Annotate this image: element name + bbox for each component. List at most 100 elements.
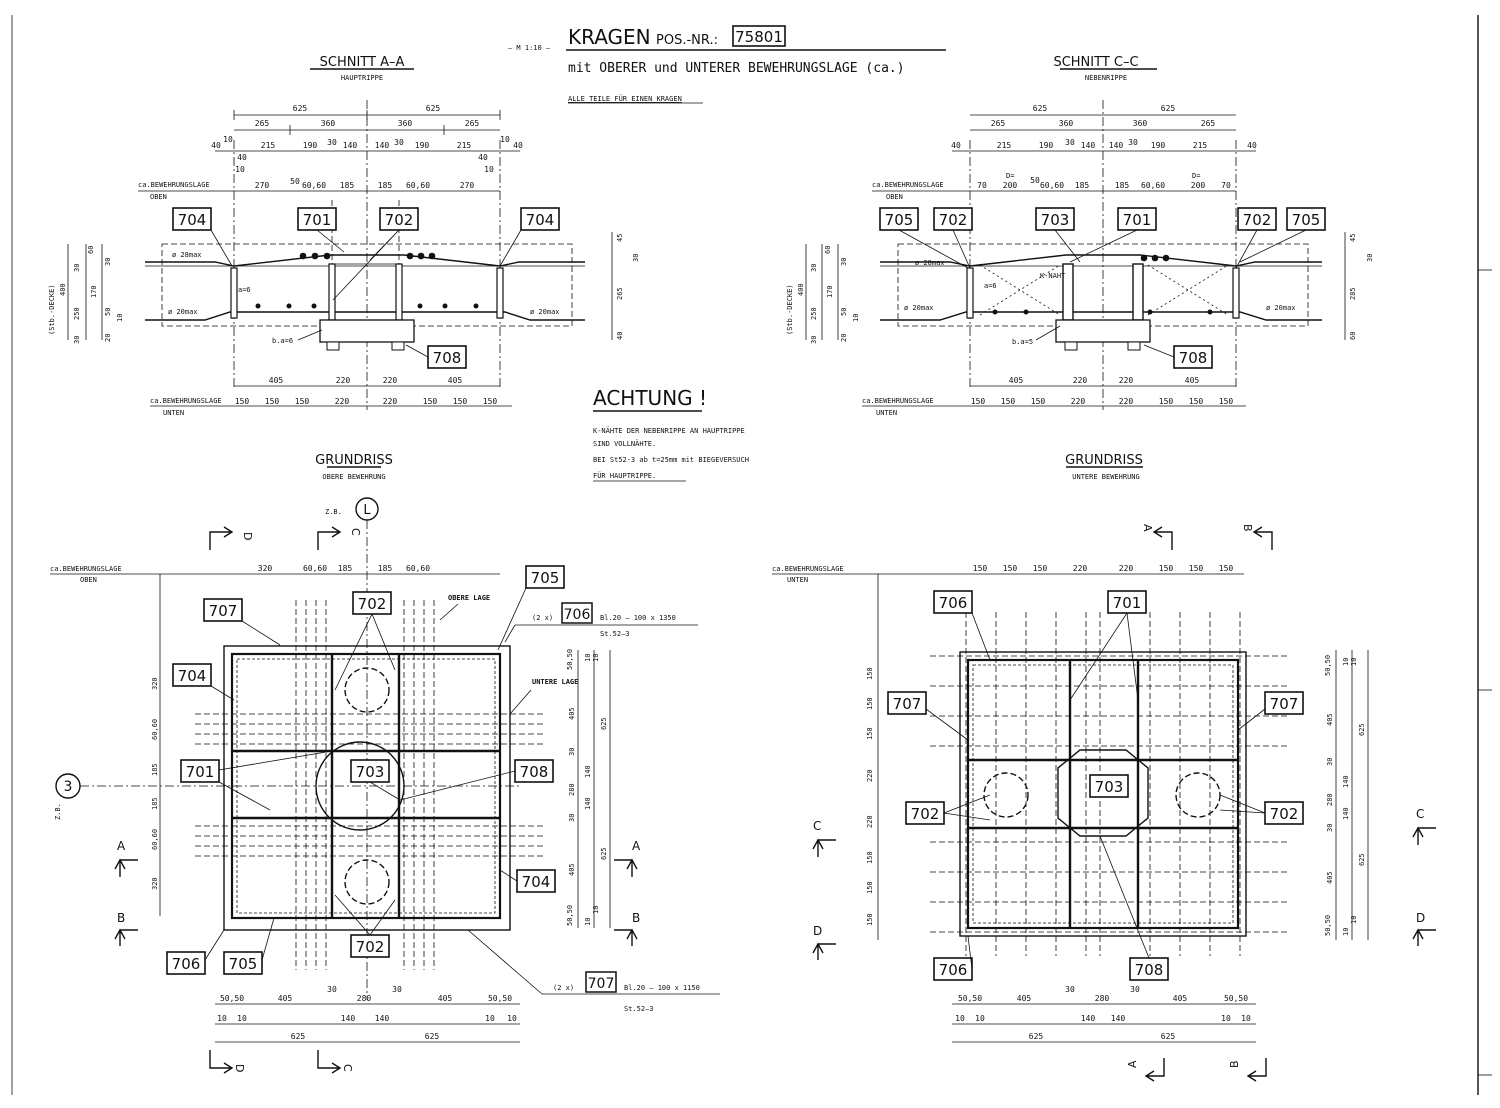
- dim: 70: [977, 181, 987, 190]
- dim: 30: [810, 336, 818, 344]
- dim: 360: [398, 119, 413, 128]
- dim: 185: [340, 181, 355, 190]
- dim: 50,50: [566, 649, 574, 670]
- dim: 140: [1109, 141, 1124, 150]
- dim: 150: [866, 913, 874, 926]
- dim: 200: [1191, 181, 1206, 190]
- bar-top-label: ø 28max: [915, 259, 945, 267]
- part-label: 702: [358, 595, 387, 613]
- dim: 625: [425, 1032, 440, 1041]
- dim: 220: [335, 397, 350, 406]
- dim: 10: [217, 1014, 227, 1023]
- dim: 320: [258, 564, 273, 573]
- lower-layer-label: UNTERE LAGE: [532, 678, 578, 686]
- part-label: 705: [531, 569, 560, 587]
- drawing-title: KRAGEN: [568, 25, 651, 49]
- dim: 60: [87, 246, 95, 254]
- dim: 50: [840, 308, 848, 316]
- cut-mark: A: [1141, 524, 1154, 532]
- dim: 150: [483, 397, 498, 406]
- dim: 150: [1159, 564, 1174, 573]
- plan-bottom-subtitle: UNTERE BEWEHRUNG: [1072, 473, 1139, 481]
- dim: 625: [1029, 1032, 1044, 1041]
- reinf-label: ca.BEWEHRUNGSLAGE: [772, 565, 844, 573]
- part-label: 703: [1041, 211, 1070, 229]
- cut-mark: C: [1416, 807, 1424, 821]
- drawing-subtitle: mit OBERER und UNTERER BEWEHRUNGSLAGE (c…: [568, 61, 905, 76]
- dim: 405: [1017, 994, 1032, 1003]
- part-label: 707: [209, 602, 238, 620]
- dim: 10: [223, 135, 233, 144]
- dim: 30: [327, 985, 337, 994]
- dim: 150: [866, 727, 874, 740]
- dim: 10: [1350, 916, 1358, 924]
- dim: 140: [584, 797, 592, 810]
- dim: 170: [90, 285, 98, 298]
- dim: 405: [1185, 376, 1200, 385]
- dim: 10: [507, 1014, 517, 1023]
- part-label: 701: [1123, 211, 1152, 229]
- dim: 625: [1358, 723, 1366, 736]
- dim: 30: [810, 264, 818, 272]
- part-label: 701: [303, 211, 332, 229]
- dim: 215: [997, 141, 1012, 150]
- dim: 265: [1201, 119, 1216, 128]
- dim: 30: [568, 814, 576, 822]
- dim: 405: [1326, 871, 1334, 884]
- dim: 400: [797, 283, 805, 296]
- section-aa-top-dims: 625 625 265 360 360 265 40 215 190 30 14…: [211, 104, 523, 174]
- plate-707-spec: Bl.20 – 100 x 1150: [624, 984, 700, 992]
- dim: 10: [485, 1014, 495, 1023]
- dim: 40: [1247, 141, 1257, 150]
- dim: 140: [343, 141, 358, 150]
- bar-bottom-left-label: ø 20max: [168, 308, 198, 316]
- dim: 265: [255, 119, 270, 128]
- dim: 30: [1326, 758, 1334, 766]
- dim: 60,60: [406, 564, 430, 573]
- reinf-top-label: ca.BEWEHRUNGSLAGE: [138, 181, 210, 189]
- dim: 190: [303, 141, 318, 150]
- dim: 625: [1161, 1032, 1176, 1041]
- cut-mark: C: [813, 819, 821, 833]
- scale-label: – M 1:10 –: [508, 44, 551, 52]
- dim: 150: [1031, 397, 1046, 406]
- cut-mark: D: [233, 1064, 246, 1072]
- plate-706-count: (2 x): [532, 614, 553, 622]
- reinf-bottom-label-2: UNTEN: [163, 409, 184, 417]
- dim: 320: [151, 877, 159, 890]
- reinf-bottom-label-2: UNTEN: [876, 409, 897, 417]
- warning-line-4: FÜR HAUPTRIPPE.: [593, 471, 656, 480]
- dim: 60: [824, 246, 832, 254]
- part-label: 708: [520, 763, 549, 781]
- dim: 40: [237, 153, 247, 162]
- dim: 30: [1128, 138, 1138, 147]
- warning-line-1: K-NÄHTE DER NEBENRIPPE AN HAUPTRIPPE: [593, 426, 745, 435]
- warning-line-3: BEI St52-3 ab t=25mm mit BIEGEVERSUCH: [593, 456, 749, 464]
- dim: 10: [592, 906, 600, 914]
- cut-mark: D: [813, 924, 822, 938]
- warning-note: ACHTUNG ! K-NÄHTE DER NEBENRIPPE AN HAUP…: [593, 386, 749, 482]
- part-label: 704: [526, 211, 555, 229]
- grid-3-prefix: Z.B.: [54, 803, 62, 820]
- dim: 625: [291, 1032, 306, 1041]
- dim: 220: [1071, 397, 1086, 406]
- dim: 50,50: [958, 994, 982, 1003]
- part-label: 705: [1292, 211, 1321, 229]
- cut-mark: C: [341, 1064, 354, 1072]
- grid-3-marker: 3: [64, 779, 73, 795]
- dim: 360: [321, 119, 336, 128]
- reinf-top-label-2: OBEN: [150, 193, 167, 201]
- dim: 10: [1241, 1014, 1251, 1023]
- dim: 150: [866, 851, 874, 864]
- part-label: 706: [172, 955, 201, 973]
- dim: 70: [1221, 181, 1231, 190]
- plan-bottom-title: GRUNDRISS: [1065, 453, 1143, 468]
- cut-mark: B: [632, 911, 640, 925]
- dim: 140: [1342, 775, 1350, 788]
- dim: 30: [1065, 985, 1075, 994]
- dim: 150: [1033, 564, 1048, 573]
- dim: 140: [584, 765, 592, 778]
- grid-l-prefix: Z.B.: [325, 508, 342, 516]
- part-label: 702: [385, 211, 414, 229]
- plate-706-spec: Bl.20 – 100 x 1350: [600, 614, 676, 622]
